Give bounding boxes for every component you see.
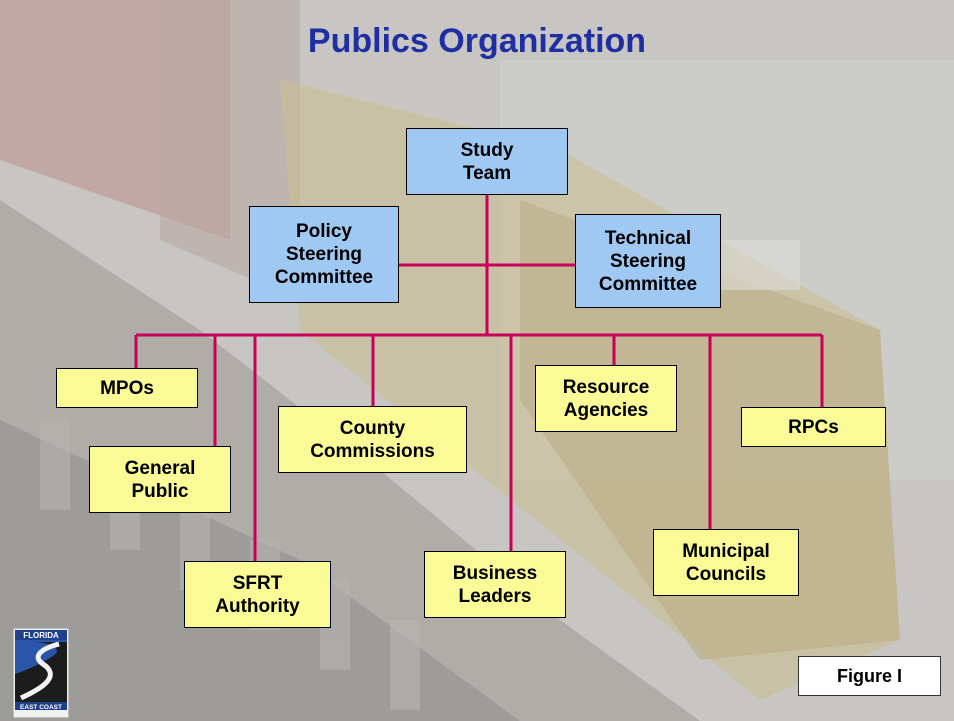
node-label: Municipal Councils (682, 540, 770, 585)
node-sfrt-authority: SFRT Authority (184, 561, 331, 628)
node-study-team: Study Team (406, 128, 568, 195)
node-label: MPOs (100, 377, 154, 399)
node-county-commissions: County Commissions (278, 406, 467, 473)
node-label: Policy Steering Committee (274, 221, 374, 288)
page-title: Publics Organization (307, 22, 647, 60)
node-business-leaders: Business Leaders (424, 551, 566, 618)
node-label: SFRT Authority (215, 572, 300, 617)
node-policy-steering-committee: Policy Steering Committee (249, 206, 399, 303)
node-municipal-councils: Municipal Councils (653, 529, 799, 596)
node-label: County Commissions (310, 417, 435, 462)
node-label: Resource Agencies (562, 376, 650, 421)
svg-text:EAST COAST: EAST COAST (20, 704, 62, 711)
node-resource-agencies: Resource Agencies (535, 365, 677, 432)
node-label: Technical Steering Committee (598, 227, 698, 295)
node-technical-steering-committee: Technical Steering Committee (575, 214, 721, 308)
node-label: RPCs (788, 416, 839, 438)
node-mpos: MPOs (56, 368, 198, 408)
node-rpcs: RPCs (741, 407, 886, 447)
figure-label: Figure I (798, 656, 941, 696)
node-label: Business Leaders (452, 562, 538, 607)
node-label: General Public (124, 457, 196, 502)
figure-label-text: Figure I (836, 665, 902, 686)
node-general-public: General Public (89, 446, 231, 513)
svg-text:FLORIDA: FLORIDA (23, 631, 59, 640)
node-label: Study Team (460, 139, 514, 184)
fec-railway-logo-icon: FLORIDA EAST COAST (13, 628, 69, 718)
